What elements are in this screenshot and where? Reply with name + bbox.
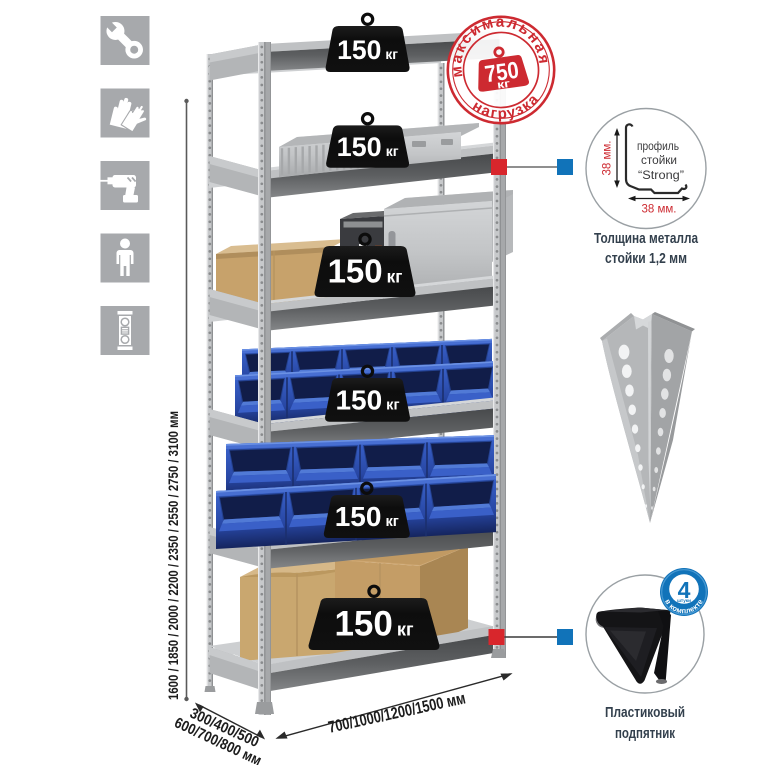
svg-text:стойки: стойки (641, 153, 677, 167)
svg-text:профиль: профиль (637, 139, 679, 153)
svg-text:“Strong”: “Strong” (638, 168, 684, 182)
svg-text:4: 4 (678, 577, 691, 603)
svg-text:стойки 1,2 мм: стойки 1,2 мм (605, 251, 687, 267)
svg-text:750: 750 (483, 57, 520, 87)
svg-text:38 мм.: 38 мм. (602, 141, 614, 176)
svg-text:38 мм.: 38 мм. (642, 204, 677, 216)
svg-text:кг: кг (496, 78, 511, 92)
svg-text:в комплекте: в комплекте (663, 597, 705, 615)
svg-text:Пластиковый: Пластиковый (605, 705, 685, 721)
svg-text:1600 / 1850 / 2000 / 2200 / 23: 1600 / 1850 / 2000 / 2200 / 2350 / 2550 … (166, 411, 181, 700)
svg-text:штуки: штуки (677, 598, 691, 603)
svg-text:подпятник: подпятник (615, 726, 676, 742)
svg-text:Толщина металла: Толщина металла (594, 231, 699, 247)
